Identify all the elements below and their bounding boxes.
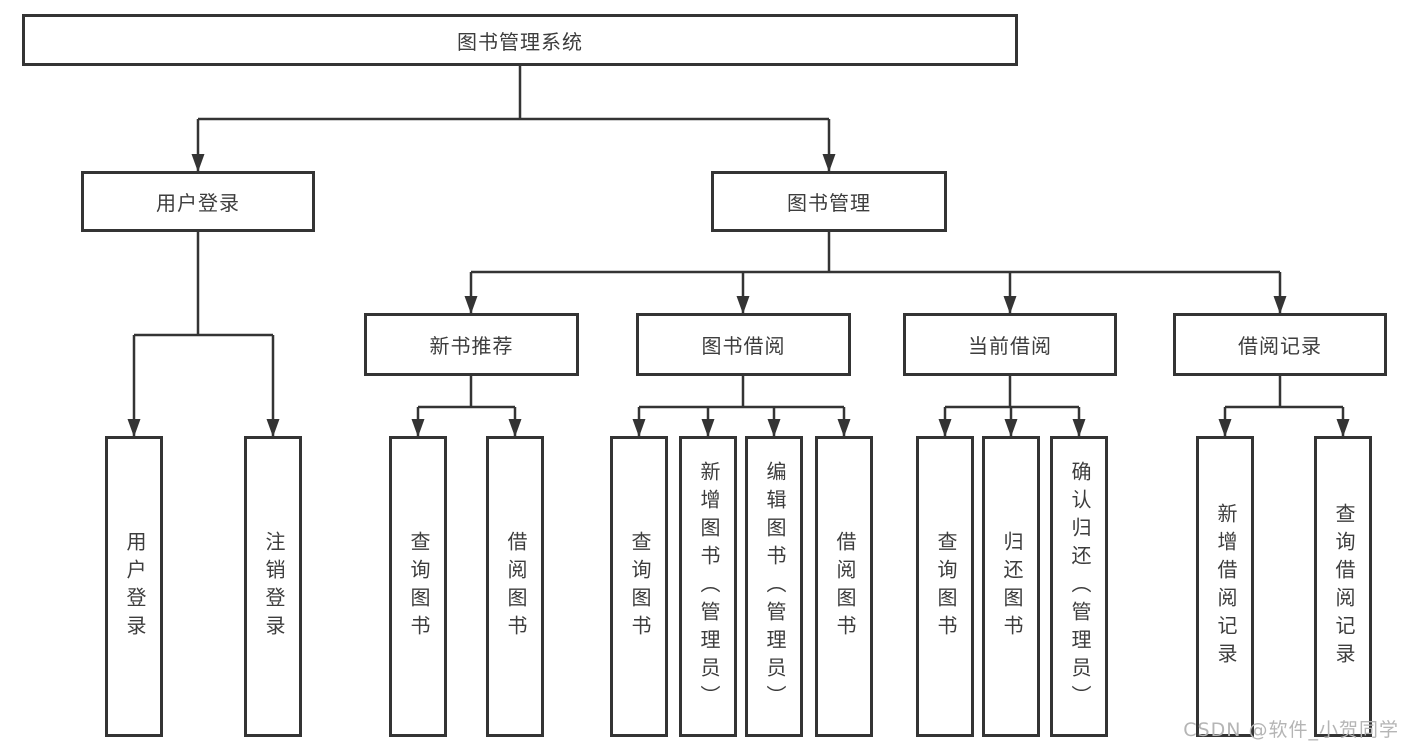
leaf-current-confirm-return-admin: 确认归还（管理员） xyxy=(1050,436,1108,737)
connector-group xyxy=(127,66,1350,437)
node-book-management: 图书管理 xyxy=(711,171,947,232)
node-root-library-system: 图书管理系统 xyxy=(22,14,1018,66)
leaf-borrowing-borrow-books: 借阅图书 xyxy=(815,436,873,737)
leaf-borrowing-edit-books-admin: 编辑图书（管理员） xyxy=(745,436,803,737)
leaf-records-add-record: 新增借阅记录 xyxy=(1196,436,1254,737)
leaf-borrowing-add-books-admin: 新增图书（管理员） xyxy=(679,436,737,737)
leaf-recommend-borrow-books: 借阅图书 xyxy=(486,436,544,737)
node-borrowing-records: 借阅记录 xyxy=(1173,313,1387,376)
leaf-recommend-query-books: 查询图书 xyxy=(389,436,447,737)
leaf-current-query-books: 查询图书 xyxy=(916,436,974,737)
node-new-book-recommendation: 新书推荐 xyxy=(364,313,579,376)
leaf-borrowing-query-books: 查询图书 xyxy=(610,436,668,737)
leaf-current-return-books: 归还图书 xyxy=(982,436,1040,737)
node-user-login: 用户登录 xyxy=(81,171,315,232)
node-current-borrowing: 当前借阅 xyxy=(903,313,1117,376)
csdn-watermark: CSDN @软件_小贺同学 xyxy=(1183,719,1399,741)
leaf-user-login: 用户登录 xyxy=(105,436,163,737)
leaf-records-query-record: 查询借阅记录 xyxy=(1314,436,1372,737)
node-book-borrowing: 图书借阅 xyxy=(636,313,851,376)
leaf-logout: 注销登录 xyxy=(244,436,302,737)
